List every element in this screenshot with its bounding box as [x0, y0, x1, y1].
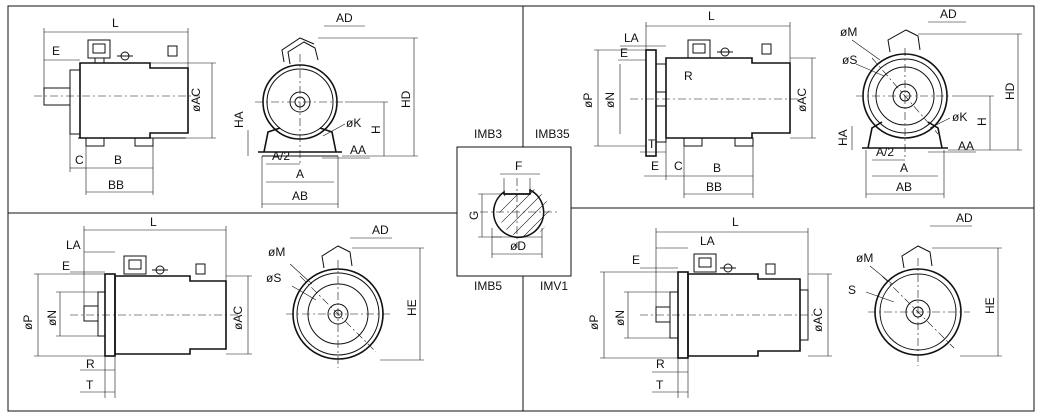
imb35-front-ad-label: AD [940, 7, 957, 21]
imb35-front-m-label: øM [840, 25, 857, 39]
imb3-front-hd-label: HD [399, 90, 413, 108]
imv1-front-s-label: S [848, 283, 856, 297]
imb35-front-view: AD øM øS HD H HA øK A/2 AA A AB [836, 7, 1022, 198]
imb35-front-s-label: øS [842, 53, 857, 67]
imb35-side-b-label: B [713, 161, 721, 175]
imb35-front-ha-label: HA [836, 129, 850, 146]
imb35-side-c-label: C [674, 159, 683, 173]
imv1-side-la-label: LA [700, 234, 715, 248]
imb35-front-a-label: A [900, 161, 908, 175]
imb35-front-hd-label: HD [1003, 82, 1017, 100]
imb3-side-bb-label: BB [108, 178, 124, 192]
imv1-side-p-label: øP [587, 315, 601, 330]
imb35-side-e2-label: E [651, 159, 659, 173]
imv1-front-he-label: HE [983, 297, 997, 314]
imb5-front-m-label: øM [268, 245, 285, 259]
imb35-front-aa-label: AA [958, 139, 974, 153]
imb5-front-ad-label: AD [372, 223, 389, 237]
shaft-f-label: F [515, 159, 522, 173]
imb35-side-view: L LA E R øP øN øAC T E C B BB [581, 9, 816, 198]
imv1-front-ad-label: AD [956, 211, 973, 225]
imb3-front-ab-label: AB [292, 189, 308, 203]
imb3-front-a-label: A [296, 167, 304, 181]
imb35-side-p-label: øP [581, 93, 595, 108]
mount-label-imb5: IMB5 [474, 279, 502, 293]
imb5-front-view: AD øM øS HE [266, 223, 424, 368]
imb5-side-e-label: E [62, 259, 70, 273]
imb3-front-k-label: øK [346, 116, 361, 130]
imb5-side-ac-label: øAC [231, 306, 245, 330]
imv1-side-e-label: E [632, 253, 640, 267]
imb35-side-l-label: L [708, 9, 715, 23]
imb3-side-view: L E B C BB øAC [34, 16, 216, 195]
imb35-front-a2-label: A/2 [876, 145, 894, 159]
imb3-front-ad-label: AD [336, 11, 353, 25]
imb3-side-ac-label: øAC [189, 88, 203, 112]
imb3-side-e-label: E [52, 44, 60, 58]
imv1-front-view: AD øM S HE [848, 211, 1002, 366]
mount-label-imb35: IMB35 [535, 127, 570, 141]
drawing-frame [7, 5, 1035, 412]
imv1-side-r-label: R [656, 357, 665, 371]
shaft-section: IMB3 IMB35 IMB5 IMV1 F G øD [467, 127, 570, 293]
imb35-front-ab-label: AB [896, 180, 912, 194]
imb5-front-he-label: HE [405, 299, 419, 316]
imb5-side-view: L LA E øP øN øAC R T [21, 215, 252, 398]
shaft-d-label: øD [510, 239, 526, 253]
imb3-front-aa-label: AA [350, 143, 366, 157]
imb35-side-t-label: T [648, 137, 656, 151]
imb5-side-l-label: L [150, 215, 157, 229]
imb3-front-a2-label: A/2 [272, 149, 290, 163]
imb35-side-e-label: E [620, 46, 628, 60]
imv1-side-t-label: T [656, 378, 664, 392]
imb35-side-la-label: LA [624, 31, 639, 45]
imb5-front-s-label: øS [266, 271, 281, 285]
imv1-front-m-label: øM [856, 251, 873, 265]
imb5-side-t-label: T [86, 378, 94, 392]
imv1-side-ac-label: øAC [811, 308, 825, 332]
imb5-side-p-label: øP [21, 315, 35, 330]
imb5-side-la-label: LA [66, 238, 81, 252]
shaft-g-label: G [467, 211, 481, 220]
mount-label-imb3: IMB3 [474, 127, 502, 141]
imv1-side-l-label: L [732, 215, 739, 229]
imb3-front-h-label: H [369, 125, 383, 134]
imv1-side-view: L LA E øP øN øAC R T [587, 215, 832, 398]
mount-label-imv1: IMV1 [540, 279, 568, 293]
imb3-side-ha-label: HA [232, 111, 246, 128]
imb35-side-ac-label: øAC [795, 88, 809, 112]
imv1-side-n-label: øN [613, 310, 627, 326]
imb3-side-l-label: L [112, 16, 119, 30]
imb5-side-r-label: R [86, 357, 95, 371]
imb35-side-n-label: øN [603, 92, 617, 108]
imb35-side-bb-label: BB [706, 180, 722, 194]
imb35-side-r-label: R [684, 69, 693, 83]
imb3-front-view: AD HD H HA øK A/2 AA A AB [232, 11, 418, 208]
imb3-side-c-label: C [75, 153, 84, 167]
imb5-side-n-label: øN [45, 310, 59, 326]
imb3-side-b-label: B [114, 153, 122, 167]
imb35-front-h-label: H [975, 117, 989, 126]
imb35-front-k-label: øK [952, 110, 967, 124]
